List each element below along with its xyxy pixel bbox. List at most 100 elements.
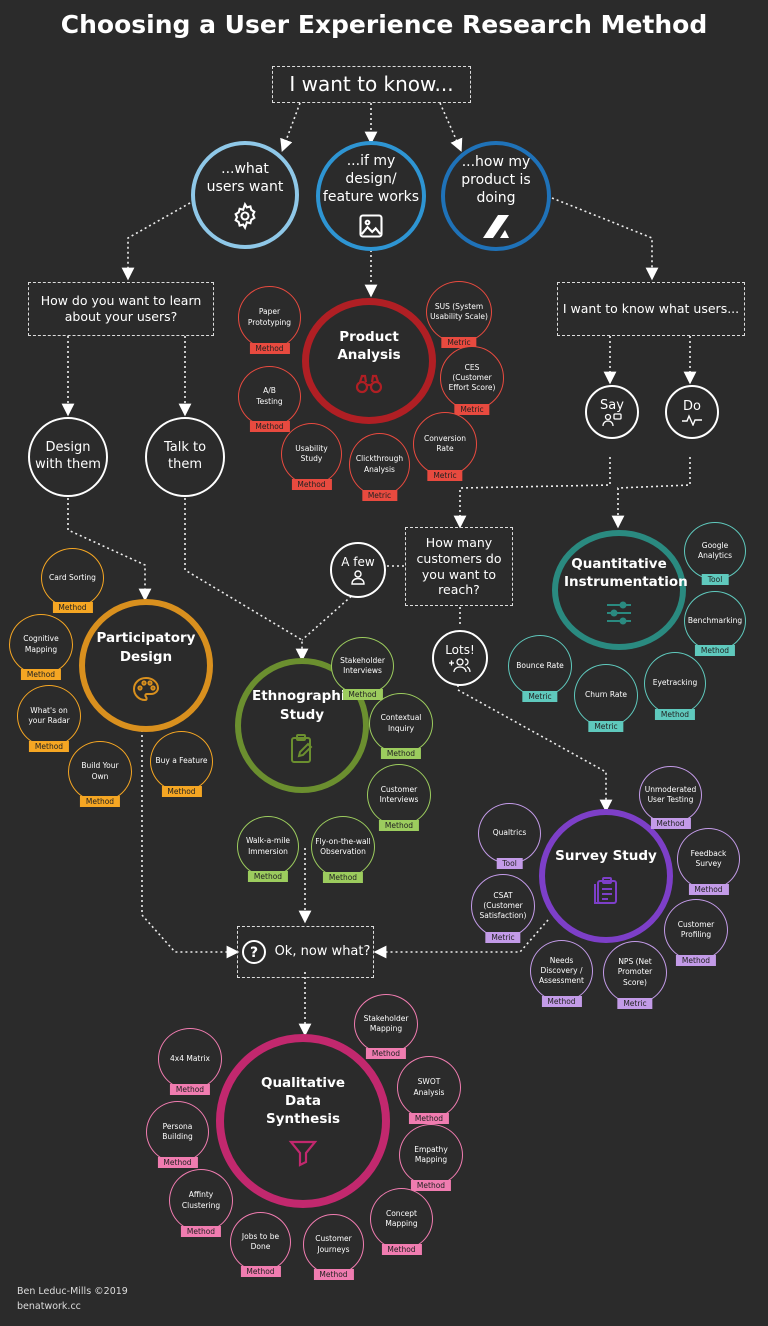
site-credit: benatwork.cc <box>17 1301 81 1312</box>
sat-label: Contextual Inquiry <box>380 713 422 733</box>
qual-circle: Qualitative Data Synthesis <box>216 1034 390 1208</box>
method-tag: Method <box>157 1157 198 1168</box>
quant-title: Quantitative Instrumentation <box>564 555 688 590</box>
method-tag: Method <box>240 1266 281 1277</box>
now-what-box: ? Ok, now what? <box>237 926 374 978</box>
lots-label: Lots! <box>445 643 475 657</box>
method-tag: Method <box>161 786 202 797</box>
method-tag: Method <box>650 818 691 829</box>
method-tag: Method <box>378 820 420 831</box>
method-tag: Method <box>322 872 364 883</box>
sat-label: Empathy Mapping <box>414 1144 448 1164</box>
sat-nps: NPS (Net Promoter Score)Metric <box>603 941 667 1009</box>
sat-label: Cognitive Mapping <box>23 634 59 654</box>
binoculars-icon <box>355 375 383 394</box>
method-tag: Method <box>408 1113 450 1124</box>
say-node: Say <box>585 385 639 439</box>
sat-label: What's on your Radar <box>28 705 70 725</box>
sat-label: Paper Prototyping <box>247 307 292 327</box>
do-node: Do <box>665 385 719 439</box>
sat-label: CES (Customer Effort Score) <box>448 362 496 393</box>
sat-label: Eyetracking <box>652 678 698 688</box>
method-tag: Method <box>291 479 332 490</box>
start-box: I want to know... <box>272 66 471 103</box>
qual-title: Qualitative Data Synthesis <box>260 1074 346 1128</box>
method-tag: Method <box>52 602 93 613</box>
clipboard-list-icon <box>594 877 617 905</box>
method-tag: Method <box>688 884 729 895</box>
learn-question-box: How do you want to learn about your user… <box>28 282 214 336</box>
activity-icon <box>682 413 702 426</box>
svg-text:?: ? <box>250 945 258 961</box>
lots-node: Lots! <box>432 630 488 686</box>
sat-label: Google Analytics <box>697 540 733 560</box>
palette-icon <box>132 676 160 701</box>
sat-label: Customer Profiling <box>677 919 715 939</box>
sliders-icon <box>607 601 631 625</box>
talk-to-them-label: Talk to them <box>163 440 207 472</box>
sat-label: 4x4 Matrix <box>170 1053 210 1063</box>
do-label: Do <box>683 398 701 414</box>
method-tag: Method <box>180 1226 222 1237</box>
metric-tag: Metric <box>522 691 558 702</box>
sat-label: Card Sorting <box>49 572 96 582</box>
metric-tag: Metric <box>485 932 521 943</box>
sat-label: Needs Discovery / Assessment <box>539 955 584 986</box>
learn-question-label: How do you want to learn about your user… <box>40 293 202 324</box>
method-tag: Method <box>381 1244 422 1255</box>
sat-sus: SUS (System Usability Scale)Metric <box>426 281 492 348</box>
method-tag: Method <box>380 748 422 759</box>
page-title: Choosing a User Experience Research Meth… <box>60 10 708 39</box>
product-analysis-circle: Product Analysis <box>302 298 436 424</box>
sat-label: Customer Journeys <box>315 1234 352 1254</box>
sat-ces: CES (Customer Effort Score) Metric <box>440 346 504 415</box>
sat-label: Customer Interviews <box>379 784 419 804</box>
a-few-label: A few <box>341 555 375 569</box>
person-icon <box>351 570 365 585</box>
author-credit: Ben Leduc-Mills ©2019 <box>17 1286 128 1297</box>
sat-label: Concept Mapping <box>385 1208 418 1228</box>
sat-label: Usability Study <box>295 443 328 463</box>
gear-icon <box>234 202 256 231</box>
question-circle-icon: ? <box>241 940 266 964</box>
sat-label: Jobs to be Done <box>241 1231 280 1251</box>
sat-label: Benchmarking <box>687 615 743 625</box>
question-users-want: ...what users want <box>191 141 299 249</box>
sat-label: Affinty Clustering <box>181 1190 221 1210</box>
sat-label: Unmoderated User Testing <box>644 784 697 804</box>
metric-tag: Metric <box>441 337 477 348</box>
question-product-doing: ...how my product is doing <box>441 141 551 251</box>
product-analysis-title: Product Analysis <box>337 328 401 363</box>
talk-to-them-node: Talk to them <box>145 417 225 497</box>
ethno-circle: Ethnographic Study <box>235 658 369 793</box>
metric-tag: Metric <box>617 998 653 1009</box>
method-tag: Method <box>365 1048 407 1059</box>
sat-label: Stakeholder Mapping <box>363 1013 409 1033</box>
question-users-want-label: ...what users want <box>206 160 284 195</box>
method-tag: Method <box>694 645 736 656</box>
person-speech-icon <box>602 412 622 426</box>
metric-tag: Metric <box>454 404 490 415</box>
sat-label: Conversion Rate <box>423 433 467 453</box>
metric-tag: Metric <box>427 470 463 481</box>
want-know-users-label: I want to know what users... <box>562 301 740 317</box>
sat-label: Feedback Survey <box>690 848 727 868</box>
